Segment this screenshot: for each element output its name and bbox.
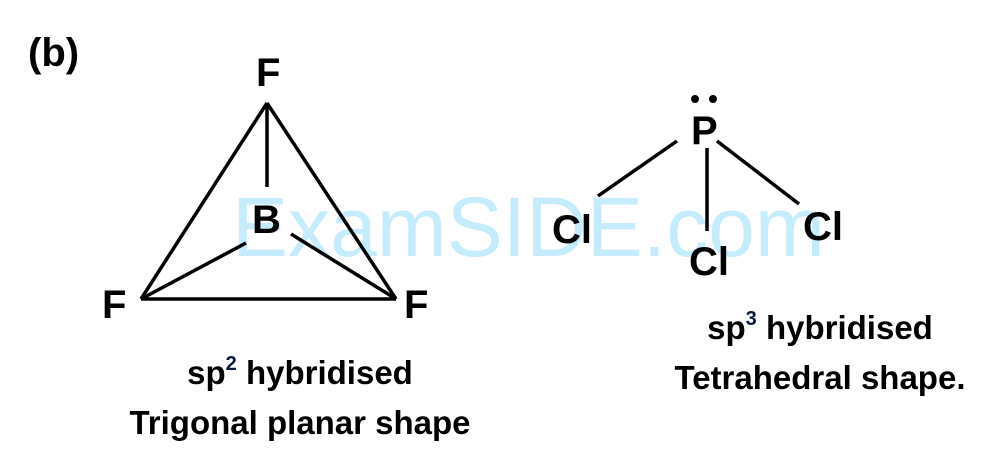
hybridisation-prefix: sp <box>707 309 746 346</box>
panel-label: (b) <box>28 31 79 75</box>
watermark-text: ExamSIDE.com <box>232 180 825 274</box>
atom-p-central: P <box>691 109 718 153</box>
atom-f-left: F <box>102 283 126 327</box>
bf3-hybridisation-caption: sp2 hybridised <box>110 353 490 391</box>
hybridisation-superscript: 2 <box>225 353 237 375</box>
hybridisation-prefix: sp <box>187 354 226 391</box>
hybridisation-superscript: 3 <box>745 308 757 330</box>
atom-f-right: F <box>404 283 428 327</box>
p-cl-bond-right <box>715 139 801 206</box>
bf3-shape-caption: Trigonal planar shape <box>129 404 471 441</box>
p-cl-bond-left <box>597 139 678 198</box>
pcl3-shape-caption: Tetrahedral shape. <box>674 359 966 396</box>
bond-line <box>139 102 269 300</box>
lone-pair-electron-dot <box>709 95 717 103</box>
hybridisation-suffix: hybridised <box>245 354 413 391</box>
hybridisation-suffix: hybridised <box>765 309 933 346</box>
bf3-structure: F B F F <box>102 51 428 327</box>
b-f-bond-right <box>290 232 397 301</box>
atom-cl-middle: Cl <box>689 240 729 284</box>
atom-b-central: B <box>252 198 281 242</box>
pcl3-hybridisation-caption: sp3 hybridised <box>640 308 1000 346</box>
atom-cl-left: Cl <box>552 208 592 252</box>
b-f-bond-left <box>140 241 247 301</box>
atom-cl-right: Cl <box>803 205 843 249</box>
pcl3-structure: P Cl Cl Cl <box>552 95 843 284</box>
bond-line <box>265 102 398 300</box>
lone-pair-electron-dot <box>691 95 699 103</box>
atom-f-top: F <box>256 51 280 95</box>
